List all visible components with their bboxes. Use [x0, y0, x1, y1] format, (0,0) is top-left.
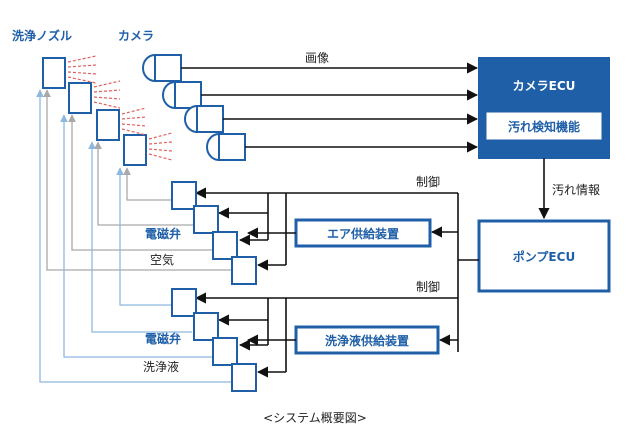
washer-fluid-label: 洗浄液: [143, 359, 179, 374]
control-label-lower: 制御: [416, 279, 440, 294]
control-label-upper: 制御: [416, 174, 440, 189]
pump-ecu-label: ポンプECU: [513, 249, 575, 264]
air-valve-4: [231, 256, 257, 285]
camera-2: [162, 80, 202, 110]
dirt-detection-box: [486, 112, 602, 140]
image-label: 画像: [305, 51, 329, 65]
air-valve-1: [171, 181, 197, 210]
cameras: [142, 53, 246, 162]
dirt-detection-label: 汚れ検知機能: [508, 119, 580, 134]
washer-nozzle-2: [68, 82, 92, 114]
control-bus: [194, 187, 479, 352]
fluid-lines: [36, 89, 233, 383]
camera-label: カメラ: [118, 29, 154, 43]
washer-nozzle-3: [96, 109, 120, 141]
camera-1: [142, 53, 182, 83]
solenoid-valves-fluid: [171, 288, 257, 392]
pump-ecu-block: ポンプECU: [477, 219, 611, 293]
spray-marks: [67, 55, 173, 161]
washer-nozzles: [42, 57, 147, 166]
diagram-caption: <システム概要図>: [263, 411, 367, 425]
camera-4: [206, 132, 246, 162]
dirt-info-label: 汚れ情報: [552, 183, 600, 197]
washer-supply-label: 洗浄液供給装置: [325, 333, 409, 348]
camera-ecu-label: カメラECU: [513, 79, 576, 93]
fluid-valve-1: [171, 288, 197, 317]
washer-nozzle-4: [123, 134, 147, 166]
air-valve-3: [212, 231, 238, 260]
air-valve-2: [193, 205, 219, 234]
fluid-valve-4: [231, 363, 257, 392]
camera-3: [184, 104, 224, 134]
washer-supply-block: 洗浄液供給装置: [294, 325, 440, 355]
air-lines: [43, 89, 236, 271]
image-arrows: [181, 62, 479, 153]
washer-nozzle-1: [42, 57, 66, 89]
fluid-valve-3: [212, 337, 238, 366]
control-upper-branches: [217, 193, 287, 271]
solenoid-label-upper: 電磁弁: [145, 226, 181, 241]
fluid-valve-2: [193, 312, 219, 341]
air-supply-block: エア供給装置: [294, 218, 432, 248]
solenoid-label-lower: 電磁弁: [145, 331, 181, 346]
air-supply-label: エア供給装置: [327, 226, 399, 241]
camera-ecu-block: カメラECU 汚れ検知機能: [478, 57, 610, 159]
air-label: 空気: [150, 252, 174, 267]
solenoid-valves-air: [171, 181, 257, 285]
washer-nozzle-label: 洗浄ノズル: [12, 28, 72, 43]
